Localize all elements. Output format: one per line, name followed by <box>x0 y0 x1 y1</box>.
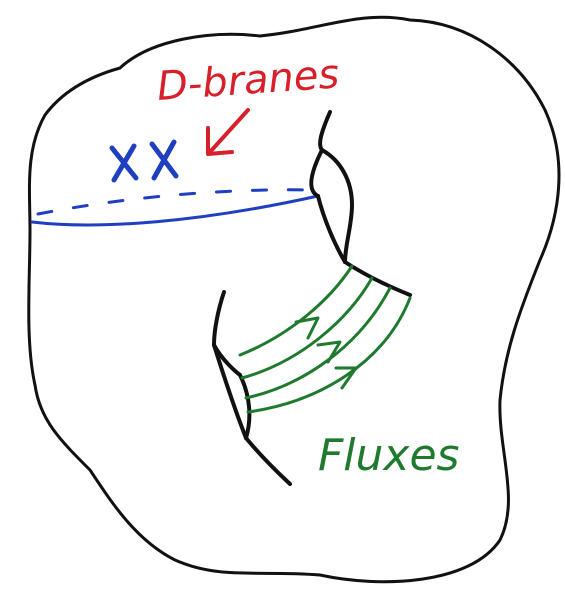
flux-line-4 <box>248 298 410 412</box>
brane-cross-1 <box>112 146 136 180</box>
fluxes-label: Fluxes <box>318 430 459 481</box>
dbrane-cycle-back <box>38 190 312 214</box>
dbrane-cycle-front <box>32 196 318 225</box>
flux-arrow-1 <box>296 318 318 338</box>
dbrane-marks <box>112 142 176 180</box>
dbranes-label: D-branes <box>155 51 340 110</box>
brane-cross-2 <box>152 142 176 178</box>
flux-arrow-3 <box>336 368 356 388</box>
dbranes-arrow <box>208 110 248 154</box>
flux-lines <box>240 266 410 412</box>
manifold-outline <box>29 17 559 581</box>
flux-line-2 <box>242 278 372 378</box>
upper-handle <box>311 112 410 295</box>
